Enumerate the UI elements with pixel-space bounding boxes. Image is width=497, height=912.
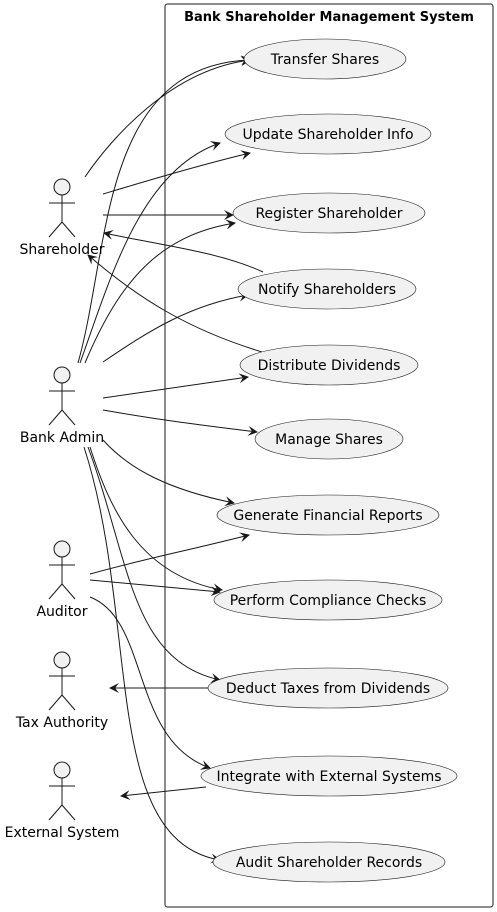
use-case-manage[interactable]: Manage Shares	[254, 418, 404, 460]
use-case-label: Integrate with External Systems	[216, 769, 441, 785]
connector-admin-to-notify	[102, 291, 249, 363]
connector-distribute-to-shareholder	[87, 254, 263, 353]
use-case-label: Manage Shares	[275, 432, 383, 448]
actor-label: Shareholder	[20, 242, 105, 258]
use-case-ellipse	[212, 841, 446, 883]
use-case-ellipse	[232, 192, 426, 234]
use-case-ellipse	[237, 268, 417, 310]
connector-admin-to-manage	[102, 409, 258, 436]
connector-admin-to-auditrec	[83, 446, 221, 864]
connector-admin-to-taxes	[87, 446, 221, 683]
actor-label: Tax Authority	[15, 715, 108, 731]
use-case-notify[interactable]: Notify Shareholders	[237, 268, 417, 310]
connector-auditor-to-integrate	[89, 596, 211, 770]
actor-label: Bank Admin	[20, 430, 104, 446]
actor-shareholder[interactable]: Shareholder	[20, 178, 105, 258]
use-case-label: Distribute Dividends	[258, 358, 401, 374]
connector-notify-to-shareholder	[103, 229, 264, 273]
use-case-reports[interactable]: Generate Financial Reports	[216, 494, 440, 536]
use-case-integrate[interactable]: Integrate with External Systems	[200, 755, 458, 797]
connections	[77, 55, 264, 864]
use-case-label: Register Shareholder	[255, 206, 402, 222]
actor-auditor[interactable]: Auditor	[36, 540, 88, 620]
connector-admin-to-reports	[102, 439, 235, 507]
use-case-ellipse	[239, 344, 419, 386]
use-case-label: Generate Financial Reports	[233, 508, 422, 524]
connector-auditor-to-reports	[89, 532, 250, 575]
actor-label: Auditor	[36, 604, 87, 620]
connector-shareholder-to-update	[102, 150, 251, 195]
use-case-label: Audit Shareholder Records	[236, 855, 422, 871]
system-boundary: Bank Shareholder Management System	[164, 3, 494, 908]
system-title: Bank Shareholder Management System	[184, 10, 474, 25]
connector-integrate-to-external	[120, 786, 207, 801]
use-case-label: Deduct Taxes from Dividends	[226, 681, 430, 697]
use-case-label: Perform Compliance Checks	[230, 593, 427, 609]
use-case-label: Update Shareholder Info	[242, 127, 413, 143]
actor-external[interactable]: External System	[5, 761, 120, 841]
use-case-distribute[interactable]: Distribute Dividends	[239, 344, 419, 386]
connector-admin-to-update	[79, 141, 221, 364]
actor-admin[interactable]: Bank Admin	[20, 366, 104, 446]
connector-auditor-to-compliance	[89, 579, 221, 597]
use-case-ellipse	[254, 418, 404, 460]
use-case-auditrec[interactable]: Audit Shareholder Records	[212, 841, 446, 883]
use-case-ellipse	[224, 113, 432, 155]
actor-label: External System	[5, 825, 120, 841]
actor-figure-icon	[48, 761, 76, 821]
use-case-transfer[interactable]: Transfer Shares	[243, 38, 407, 80]
use-case-register[interactable]: Register Shareholder	[232, 192, 426, 234]
connector-admin-to-compliance	[89, 446, 223, 594]
connector-admin-to-register	[84, 219, 236, 364]
use-case-ellipse	[200, 755, 458, 797]
use-case-label: Transfer Shares	[270, 52, 379, 68]
use-case-label: Notify Shareholders	[258, 282, 396, 298]
connector-admin-to-transfer	[77, 55, 251, 364]
use-case-compliance[interactable]: Perform Compliance Checks	[213, 579, 443, 621]
use-case-ellipse	[213, 579, 443, 621]
use-case-ellipse	[216, 494, 440, 536]
use-case-update[interactable]: Update Shareholder Info	[224, 113, 432, 155]
actor-figure-icon	[48, 540, 76, 600]
actor-figure-icon	[48, 651, 76, 711]
actor-figure-icon	[48, 178, 76, 238]
use-case-ellipse	[207, 667, 449, 709]
actor-figure-icon	[48, 366, 76, 426]
use-case-taxes[interactable]: Deduct Taxes from Dividends	[207, 667, 449, 709]
connector-admin-to-distribute	[102, 373, 249, 399]
actor-tax[interactable]: Tax Authority	[15, 651, 108, 731]
use-case-ellipse	[243, 38, 407, 80]
connector-shareholder-to-transfer	[84, 56, 251, 178]
